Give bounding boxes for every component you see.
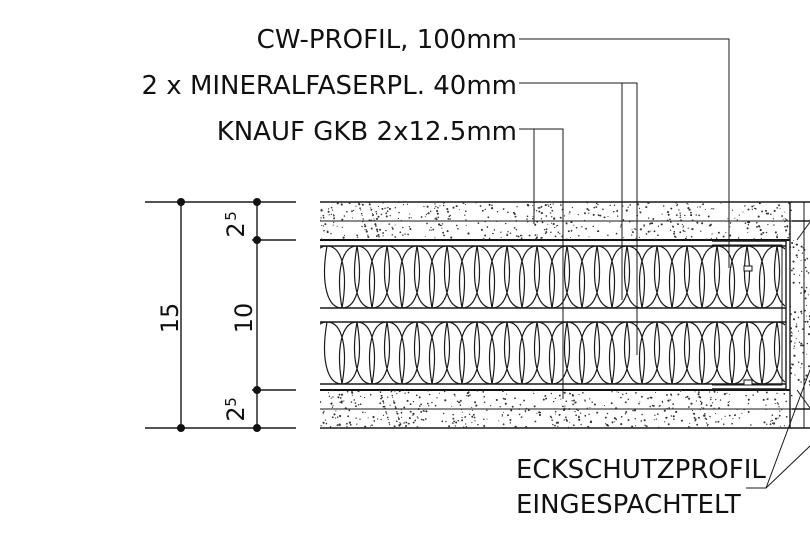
label-cw-profil: CW-PROFIL, 100mm bbox=[257, 25, 517, 55]
leader-lines bbox=[519, 38, 730, 399]
dim-core: 10 bbox=[230, 303, 258, 334]
gypsum-board-top bbox=[320, 202, 792, 240]
dim-total: 15 bbox=[156, 303, 184, 334]
insulation-layer-2 bbox=[320, 322, 785, 384]
edge-filler bbox=[789, 240, 810, 386]
label-mineralfaser: 2 x MINERALFASERPL. 40mm bbox=[141, 71, 517, 101]
dim-board-bottom-sup: 5 bbox=[222, 397, 240, 407]
dim-board-top-sup: 5 bbox=[222, 211, 240, 221]
dim-board-bottom: 2 bbox=[222, 406, 250, 421]
label-knauf-gkb: KNAUF GKB 2x12.5mm bbox=[217, 117, 517, 147]
eckschutz-leader bbox=[746, 369, 810, 489]
cw-profile bbox=[712, 240, 787, 390]
dimension-chain: 15 10 2 5 2 5 bbox=[145, 198, 296, 432]
wall-section bbox=[320, 201, 810, 429]
dim-board-top: 2 bbox=[222, 222, 250, 237]
insulation-layer-1 bbox=[320, 246, 785, 308]
gypsum-board-bottom bbox=[320, 390, 793, 428]
label-eckschutz-line1: ECKSCHUTZPROFIL bbox=[516, 455, 766, 485]
label-eckschutz-line2: EINGESPACHTELT bbox=[516, 490, 741, 520]
